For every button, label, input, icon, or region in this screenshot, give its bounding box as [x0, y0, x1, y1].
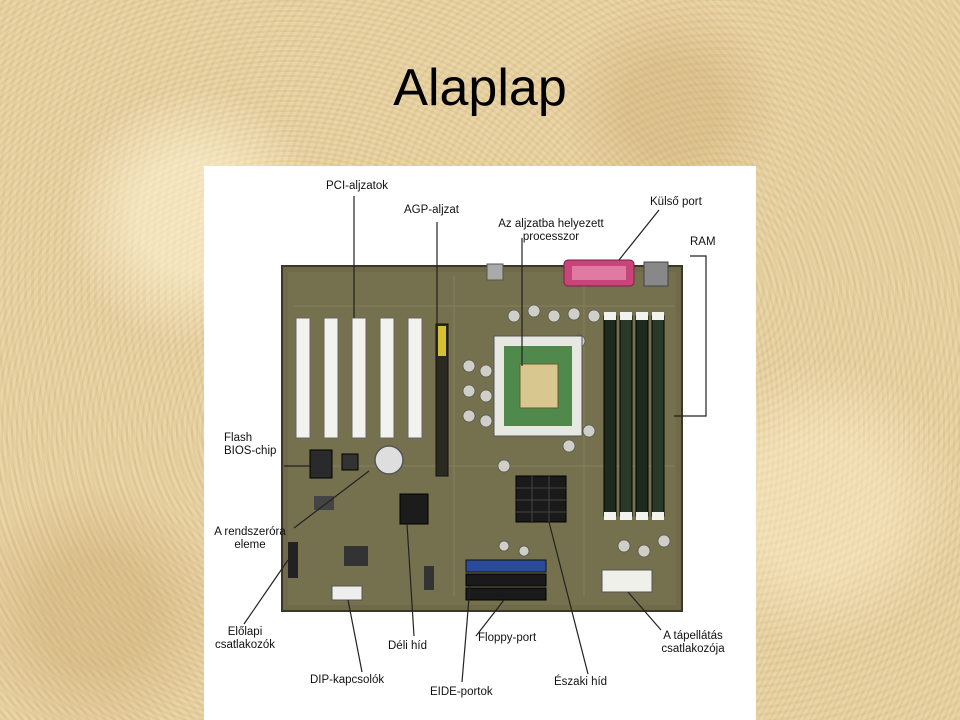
label-clock-line1: A rendszeróra	[214, 526, 286, 538]
label-front-line1: Előlapi	[227, 626, 263, 638]
label-front-panel: Előlapi csatlakozók	[204, 626, 286, 652]
dip-switches	[331, 585, 363, 601]
motherboard-figure: PCI-aljzatok AGP-aljzat Az aljzatba hely…	[204, 166, 756, 720]
agp-slot	[435, 323, 449, 477]
label-power-line2: csatlakozója	[661, 643, 725, 655]
label-north-bridge: Északi híd	[554, 676, 608, 688]
clock-battery	[374, 445, 404, 475]
label-clock-battery: A rendszeróra eleme	[204, 526, 296, 552]
label-dip-switches: DIP-kapcsolók	[310, 674, 385, 686]
floppy-port	[465, 587, 547, 601]
eide-port-1	[465, 559, 547, 573]
flash-bios-chip	[309, 449, 333, 479]
label-cpu-line1: Az aljzatba helyezett	[498, 218, 604, 230]
processor-chip	[519, 363, 559, 409]
label-agp-slot: AGP-aljzat	[404, 204, 459, 216]
label-front-line2: csatlakozók	[214, 639, 276, 651]
motherboard-illustration	[243, 196, 707, 683]
south-bridge-chip	[399, 493, 429, 525]
label-pci-slots: PCI-aljzatok	[326, 180, 388, 192]
label-floppy-port: Floppy-port	[478, 632, 537, 644]
eide-port-2	[465, 573, 547, 587]
label-flash-line2: BIOS-chip	[224, 445, 277, 457]
label-cpu-line2: processzor	[522, 231, 580, 243]
label-cpu: Az aljzatba helyezett processzor	[486, 218, 616, 244]
pci-slots	[295, 317, 423, 439]
label-ram: RAM	[690, 236, 716, 248]
label-flash-line1: Flash	[224, 432, 253, 444]
ram-slots	[603, 312, 665, 520]
label-south-bridge: Déli híd	[388, 640, 427, 652]
north-bridge-heatsink	[515, 475, 567, 523]
label-eide-ports: EIDE-portok	[430, 686, 493, 698]
label-power-connector: A tápellátás csatlakozója	[650, 630, 736, 656]
power-connector	[601, 569, 653, 593]
label-flash-bios: Flash BIOS-chip	[224, 432, 276, 458]
front-panel-connectors	[288, 542, 298, 578]
slide-title: Alaplap	[393, 59, 567, 117]
label-clock-line2: eleme	[234, 539, 266, 551]
label-external-port: Külső port	[650, 196, 702, 208]
label-power-line1: A tápellátás	[663, 630, 723, 642]
